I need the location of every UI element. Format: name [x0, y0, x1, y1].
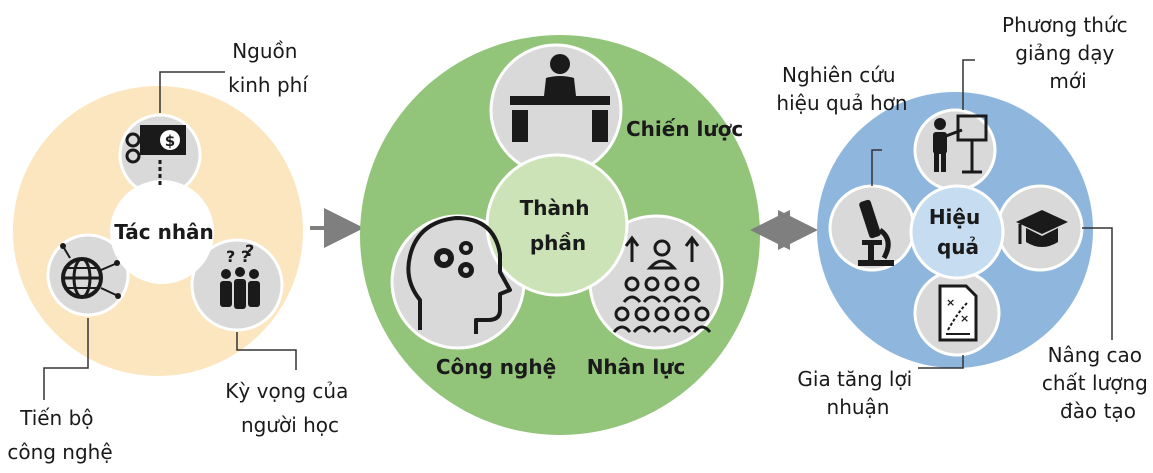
svg-text:$: $ — [165, 132, 175, 150]
graduation-cap-icon — [1016, 210, 1068, 247]
people-growth-icon — [612, 235, 712, 333]
teacher-board-icon — [933, 114, 988, 174]
middle-center-label: Thành phần — [520, 196, 597, 255]
expectations-label: Kỳ vọng của người học — [225, 379, 354, 437]
strategy-label: Chiến lược — [626, 117, 743, 141]
left-center-circle — [110, 180, 214, 284]
middle-center-circle — [485, 153, 629, 297]
svg-text:×: × — [946, 296, 955, 309]
technology-label: Công nghệ — [436, 355, 556, 379]
teaching-satellite — [913, 108, 997, 192]
right-center-label: Hiệu quả — [929, 205, 987, 259]
svg-text:? ?: ? ? — [226, 247, 250, 266]
right-group: × × Nghiên cứu hiệu quả hơn Phương thức … — [776, 13, 1153, 423]
svg-text:?: ? — [245, 241, 254, 260]
middle-group: Chiến lược Công nghệ Nhân lực Thành phần — [360, 35, 760, 435]
tech-progress-connector — [43, 318, 89, 400]
svg-text:×: × — [960, 312, 969, 325]
strategy-document-icon: × × — [938, 284, 978, 342]
research-label: Nghiên cứu hiệu quả hơn — [776, 63, 907, 115]
people-question-icon: ? ? ? — [220, 241, 260, 309]
funding-label: Nguồn kinh phí — [228, 39, 309, 97]
tech-progress-label: Tiến bộ công nghệ — [7, 406, 112, 464]
head-gears-icon — [406, 216, 512, 334]
teaching-connector — [962, 59, 975, 110]
microscope-icon — [858, 199, 894, 266]
profit-label: Gia tăng lợi nhuận — [797, 367, 918, 419]
strategy-desk-icon — [510, 54, 610, 142]
quality-connector — [1082, 227, 1113, 340]
money-scissors-icon: $ — [125, 125, 186, 185]
quality-label: Nâng cao chất lượng đào tạo — [1042, 343, 1153, 423]
left-group: $ ? ? ? — [7, 39, 354, 464]
research-connector — [871, 149, 882, 186]
globe-network-icon — [60, 243, 121, 299]
human-label: Nhân lực — [587, 355, 686, 379]
left-center-label: Tác nhân — [114, 220, 214, 244]
profit-connector — [918, 355, 964, 369]
right-center-circle — [909, 184, 1005, 280]
teaching-label: Phương thức giảng dạy mới — [1002, 13, 1134, 93]
funding-connector — [159, 71, 225, 113]
expectations-connector — [236, 332, 297, 370]
